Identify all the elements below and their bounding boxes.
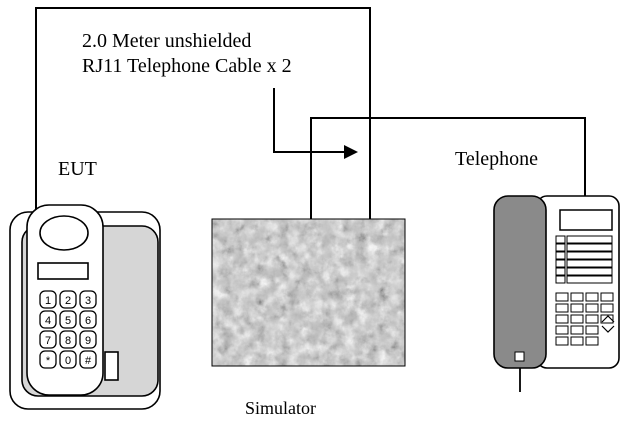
svg-text:6: 6 [85, 315, 91, 327]
telephone-line-keys [555, 235, 613, 284]
eut-key-4: 4 [39, 310, 57, 329]
earpiece-icon [39, 215, 89, 251]
telephone-line-led [555, 275, 566, 284]
telephone-key [555, 314, 569, 324]
eut-key-6: 6 [79, 310, 97, 329]
telephone-line-led [555, 251, 566, 260]
eut-key-12: # [79, 350, 97, 369]
telephone-key [585, 292, 599, 302]
svg-text:0: 0 [65, 355, 71, 367]
cable-eut-to-simulator [35, 7, 371, 220]
telephone-line-led [555, 235, 566, 244]
telephone-key [570, 336, 584, 346]
svg-text:2: 2 [65, 295, 71, 307]
eut-phone: 1 2 3 4 5 6 7 8 9 * 0 # [9, 204, 161, 410]
telephone-line-led [555, 259, 566, 268]
eut-key-9: 9 [79, 330, 97, 349]
svg-text:7: 7 [45, 335, 51, 347]
cable-simulator-to-telephone [310, 117, 586, 220]
telephone-key [600, 303, 614, 313]
label-pointer-arrow [273, 88, 358, 159]
eut-hook-switch [104, 351, 119, 381]
svg-text:#: # [85, 355, 92, 367]
telephone-key [570, 325, 584, 335]
telephone-line-key [566, 259, 613, 268]
telephone-label: Telephone [455, 148, 539, 170]
telephone-line-key [566, 243, 613, 252]
eut-key-2: 2 [59, 290, 77, 309]
simulator-box [211, 218, 406, 367]
cable-label-line2: RJ11 Telephone Cable x 2 [82, 55, 292, 77]
telephone-set [493, 195, 620, 392]
telephone-key [555, 303, 569, 313]
telephone-key [555, 325, 569, 335]
telephone-line-key [566, 251, 613, 260]
telephone-nav-icon [601, 315, 615, 333]
telephone-key [585, 325, 599, 335]
telephone-line-led [555, 267, 566, 276]
eut-key-11: 0 [59, 350, 77, 369]
telephone-key [600, 292, 614, 302]
telephone-keypad [555, 292, 615, 346]
svg-text:5: 5 [65, 315, 71, 327]
eut-key-7: 7 [39, 330, 57, 349]
eut-label: EUT [58, 158, 97, 180]
telephone-key [585, 336, 599, 346]
simulator-label: Simulator [245, 398, 316, 418]
eut-key-10: * [39, 350, 57, 369]
eut-keypad: 1 2 3 4 5 6 7 8 9 * 0 # [39, 290, 97, 369]
svg-text:8: 8 [65, 335, 71, 347]
telephone-line-key [566, 235, 613, 244]
telephone-handset [493, 195, 547, 369]
eut-key-5: 5 [59, 310, 77, 329]
telephone-key [585, 314, 599, 324]
telephone-key [600, 314, 614, 324]
telephone-key [570, 292, 584, 302]
telephone-line-key [566, 267, 613, 276]
svg-text:1: 1 [45, 295, 51, 307]
telephone-key [570, 314, 584, 324]
eut-display [37, 262, 89, 280]
eut-key-8: 8 [59, 330, 77, 349]
telephone-line-key [566, 275, 613, 284]
eut-key-3: 3 [79, 290, 97, 309]
svg-text:3: 3 [85, 295, 91, 307]
telephone-key [555, 292, 569, 302]
telephone-display [559, 209, 613, 231]
telephone-key [585, 303, 599, 313]
telephone-key [555, 336, 569, 346]
cable-label-line1: 2.0 Meter unshielded [82, 30, 252, 52]
svg-text:*: * [46, 355, 51, 367]
telephone-line-led [555, 243, 566, 252]
svg-text:4: 4 [45, 315, 51, 327]
eut-key-1: 1 [39, 290, 57, 309]
svg-text:9: 9 [85, 335, 91, 347]
telephone-key [570, 303, 584, 313]
